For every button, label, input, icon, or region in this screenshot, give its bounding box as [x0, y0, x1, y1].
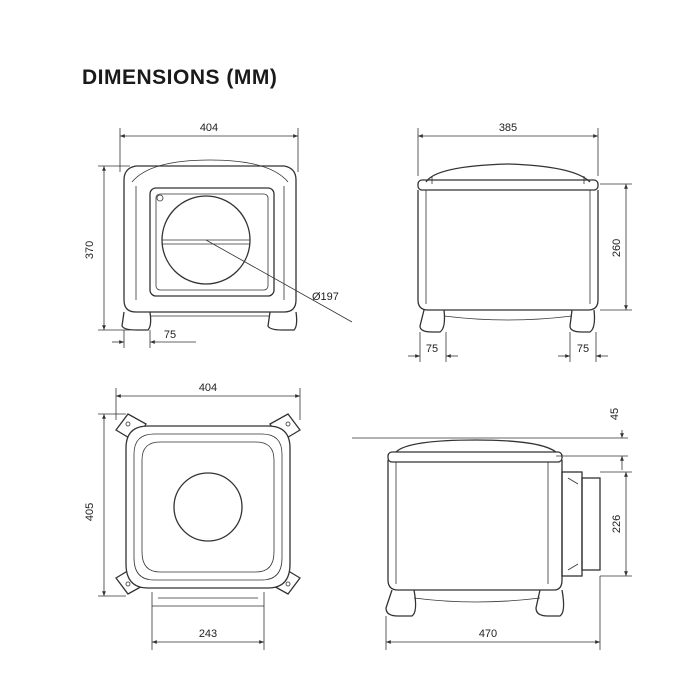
top-width-label: 404 [199, 382, 217, 394]
side-height-label: 260 [611, 239, 623, 257]
front-view: 404 370 75 Ø197 [84, 122, 353, 348]
side-view: 385 260 75 75 [408, 122, 632, 362]
side-view-outlet: 45 226 470 [352, 408, 632, 650]
front-height-label: 370 [84, 241, 96, 259]
outlet-height-label: 226 [611, 515, 623, 533]
page-title: DIMENSIONS (MM) [82, 66, 278, 89]
side2-length-label: 470 [479, 628, 497, 640]
front-foot-label: 75 [164, 329, 176, 341]
side-foot-left-label: 75 [426, 343, 438, 355]
outlet-offset-label: 45 [609, 408, 621, 420]
top-bottom-label: 243 [199, 628, 217, 640]
side-width-label: 385 [499, 122, 517, 134]
side-foot-right-label: 75 [577, 343, 589, 355]
diameter-label: Ø197 [312, 291, 339, 303]
front-width-label: 404 [200, 122, 218, 134]
top-view: 404 405 243 [84, 382, 301, 650]
top-height-label: 405 [84, 503, 96, 521]
